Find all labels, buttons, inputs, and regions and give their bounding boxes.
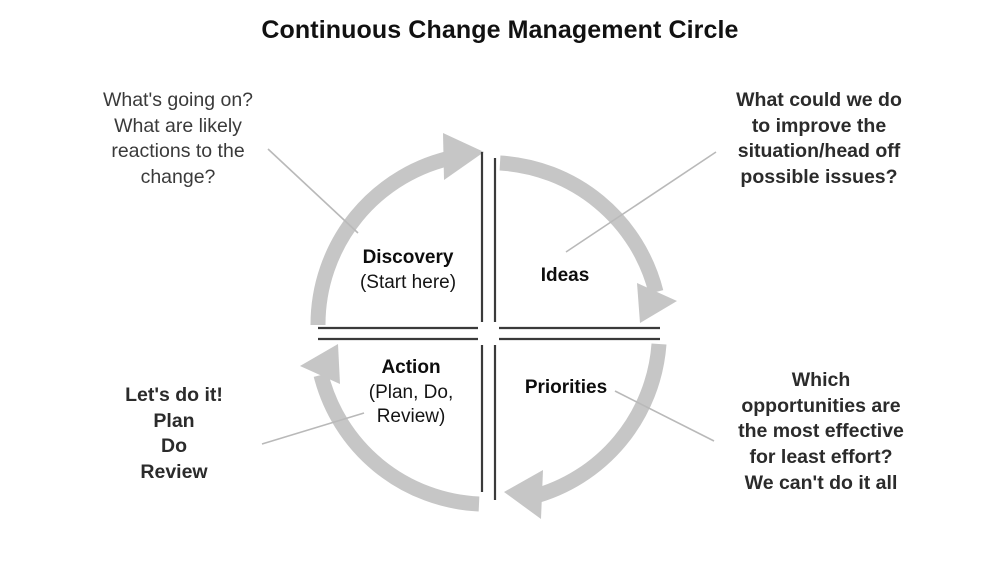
- leader-line-discovery: [267, 148, 359, 234]
- quadrant-label-discovery-title: Discovery: [362, 247, 454, 268]
- leader-line-action: [261, 412, 365, 445]
- arc-arrow-action-to-discovery: [300, 344, 480, 512]
- quadrant-label-action-sub: (Plan, Do, Review): [368, 381, 454, 428]
- quadrant-label-action-title: Action: [381, 357, 441, 378]
- quadrant-label-priorities-title: Priorities: [524, 377, 608, 398]
- annotation-action: Let's do it! Plan Do Review: [125, 384, 223, 484]
- quadrant-label-priorities: Priorities: [492, 376, 640, 401]
- quadrant-divider-vertical: [480, 152, 497, 500]
- annotation-discovery: What's going on? What are likely reactio…: [102, 89, 254, 189]
- annotation-ideas: What could we do to improve the situatio…: [736, 89, 902, 189]
- leader-line-priorities: [614, 390, 715, 442]
- leader-line-ideas: [565, 151, 717, 253]
- arc-arrow-discovery-to-ideas: [310, 133, 484, 326]
- arc-arrow-ideas-to-priorities: [499, 155, 677, 323]
- page-title: Continuous Change Management Circle: [261, 16, 739, 44]
- quadrant-label-action: Action (Plan, Do, Review): [336, 356, 486, 430]
- quadrant-label-discovery-sub: (Start here): [359, 271, 457, 293]
- annotation-priorities: Which opportunities are the most effecti…: [738, 369, 904, 494]
- arc-arrow-priorities-to-action: [504, 343, 667, 519]
- quadrant-divider-horizontal: [318, 326, 660, 341]
- quadrant-label-ideas: Ideas: [492, 264, 638, 289]
- quadrant-label-discovery: Discovery (Start here): [330, 246, 486, 295]
- quadrant-label-ideas-title: Ideas: [540, 265, 590, 286]
